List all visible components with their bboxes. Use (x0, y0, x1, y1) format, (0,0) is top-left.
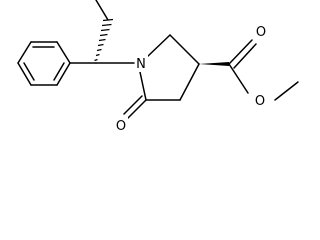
ring-bond (17, 41, 32, 64)
lactam-carbonyl-bond (127, 99, 147, 119)
lactam-oxygen-label-bg (114, 117, 128, 134)
ester-carbonyl-oxygen-atom-label: O (256, 25, 266, 40)
phenyl-ring (17, 41, 71, 86)
ester-ether-oxygen-atom-label: O (255, 94, 265, 109)
ester-carbonyl-oxygen-label-bg (254, 23, 268, 40)
ring-bond (179, 63, 200, 101)
lactam-carbonyl-bond (123, 95, 143, 115)
lactam-oxygen-atom-label: O (116, 119, 126, 134)
pyrrolidinone-ring (139, 34, 200, 101)
ester-single-bond (228, 63, 249, 94)
ester-ether-oxygen-label-bg (253, 92, 267, 109)
nitrogen-label-bg (135, 55, 148, 72)
ring-bond (139, 71, 147, 101)
ester-methyl-bond (274, 81, 299, 101)
ring-bond (17, 62, 32, 86)
methyl-bond (95, 0, 109, 21)
ester-carbonyl-bond (228, 39, 253, 65)
ester-carbonyl-bond (233, 43, 257, 69)
ring-bond (56, 41, 71, 64)
ring-bond (56, 62, 71, 86)
nitrogen-atom-label: N (136, 57, 146, 72)
ring-double-bond (23, 62, 35, 81)
chemical-structure-diagram: N O O O (17, 0, 299, 134)
ring-bond (169, 34, 200, 65)
hashed-wedge-bond (94, 18, 114, 62)
ring-double-bond (53, 62, 65, 81)
bold-wedge-bond (199, 62, 229, 66)
ring-bond (146, 34, 171, 58)
